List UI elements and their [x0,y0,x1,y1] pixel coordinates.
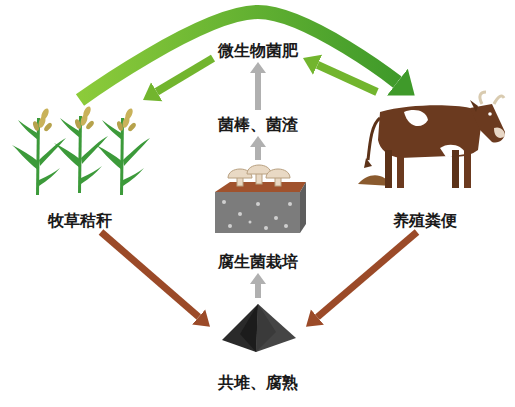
flow-arrow [317,232,417,317]
flow-arrow [101,232,199,317]
node-label: 牧草秸秆 [45,209,115,232]
diagram-node: 微生物菌肥 [213,36,303,62]
flow-arrow [157,58,213,92]
node-label: 腐生菌栽培 [215,250,301,273]
node-label: 共堆、腐熟 [215,371,301,394]
diagram-node: 养殖粪便 [345,92,505,232]
flow-arrow [255,147,261,160]
flow-arrow [80,12,397,100]
node-label: 养殖粪便 [390,209,460,232]
diagram-node: 菌棒、菌渣 [213,110,303,136]
diagram-node: 共堆、腐熟 [210,298,306,394]
node-label: 菌棒、菌渣 [215,113,301,136]
compost-pile [222,304,296,352]
mushroom-block [215,165,306,233]
diagram-node: 腐生菌栽培 [205,160,311,273]
flow-arrow [255,73,261,110]
flow-arrow [318,65,377,92]
diagram-node: 牧草秸秆 [10,100,150,232]
node-label: 微生物菌肥 [215,39,301,62]
cow [358,92,505,188]
grass-plants [12,105,150,195]
flow-arrow [255,284,261,298]
